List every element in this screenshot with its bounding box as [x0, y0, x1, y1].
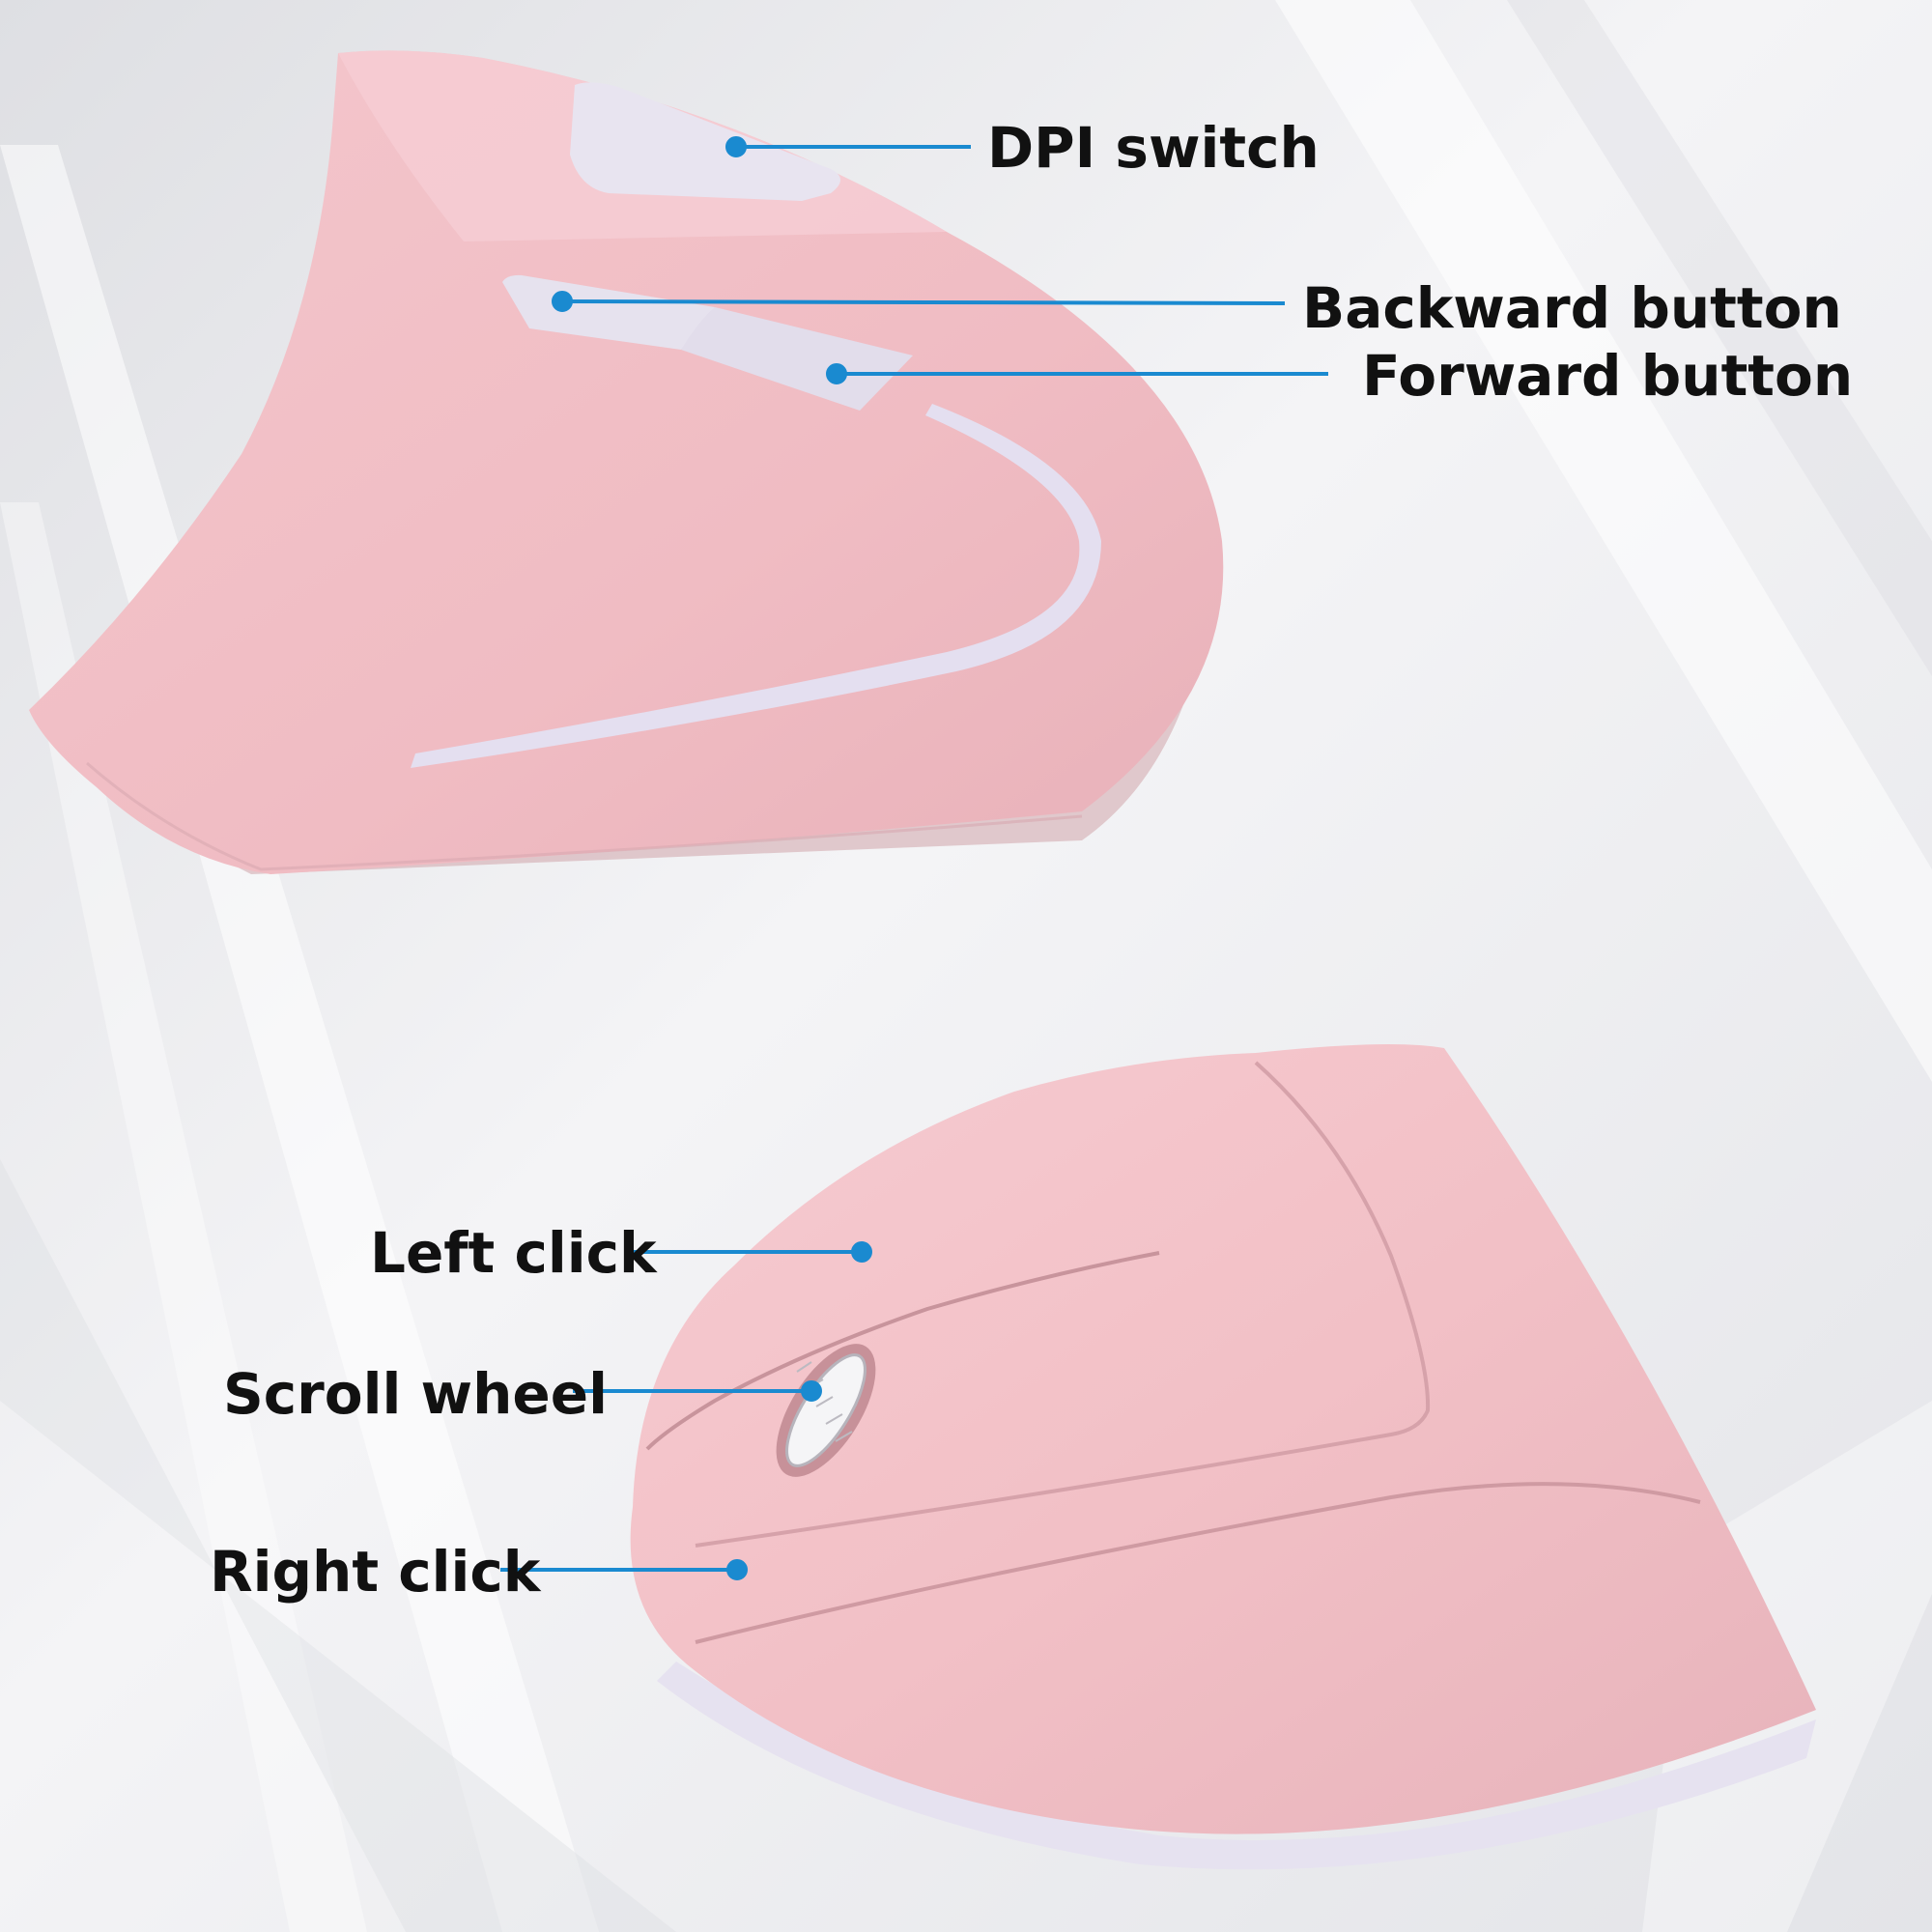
- dpi-switch-label: DPI switch: [987, 115, 1320, 181]
- right-click-label: Right click: [210, 1539, 541, 1605]
- forward-button-label: Forward button: [1362, 343, 1854, 409]
- left-click-label: Left click: [370, 1220, 657, 1286]
- accent-light-strip: [411, 404, 1101, 768]
- backward-button-label: Backward button: [1302, 275, 1842, 341]
- callout-lines: [500, 136, 1328, 1580]
- dpi-switch-shape: [570, 82, 840, 201]
- mouse-top-view: [630, 1044, 1816, 1870]
- scroll-wheel-label: Scroll wheel: [223, 1361, 608, 1427]
- forward-button-shape: [681, 307, 913, 411]
